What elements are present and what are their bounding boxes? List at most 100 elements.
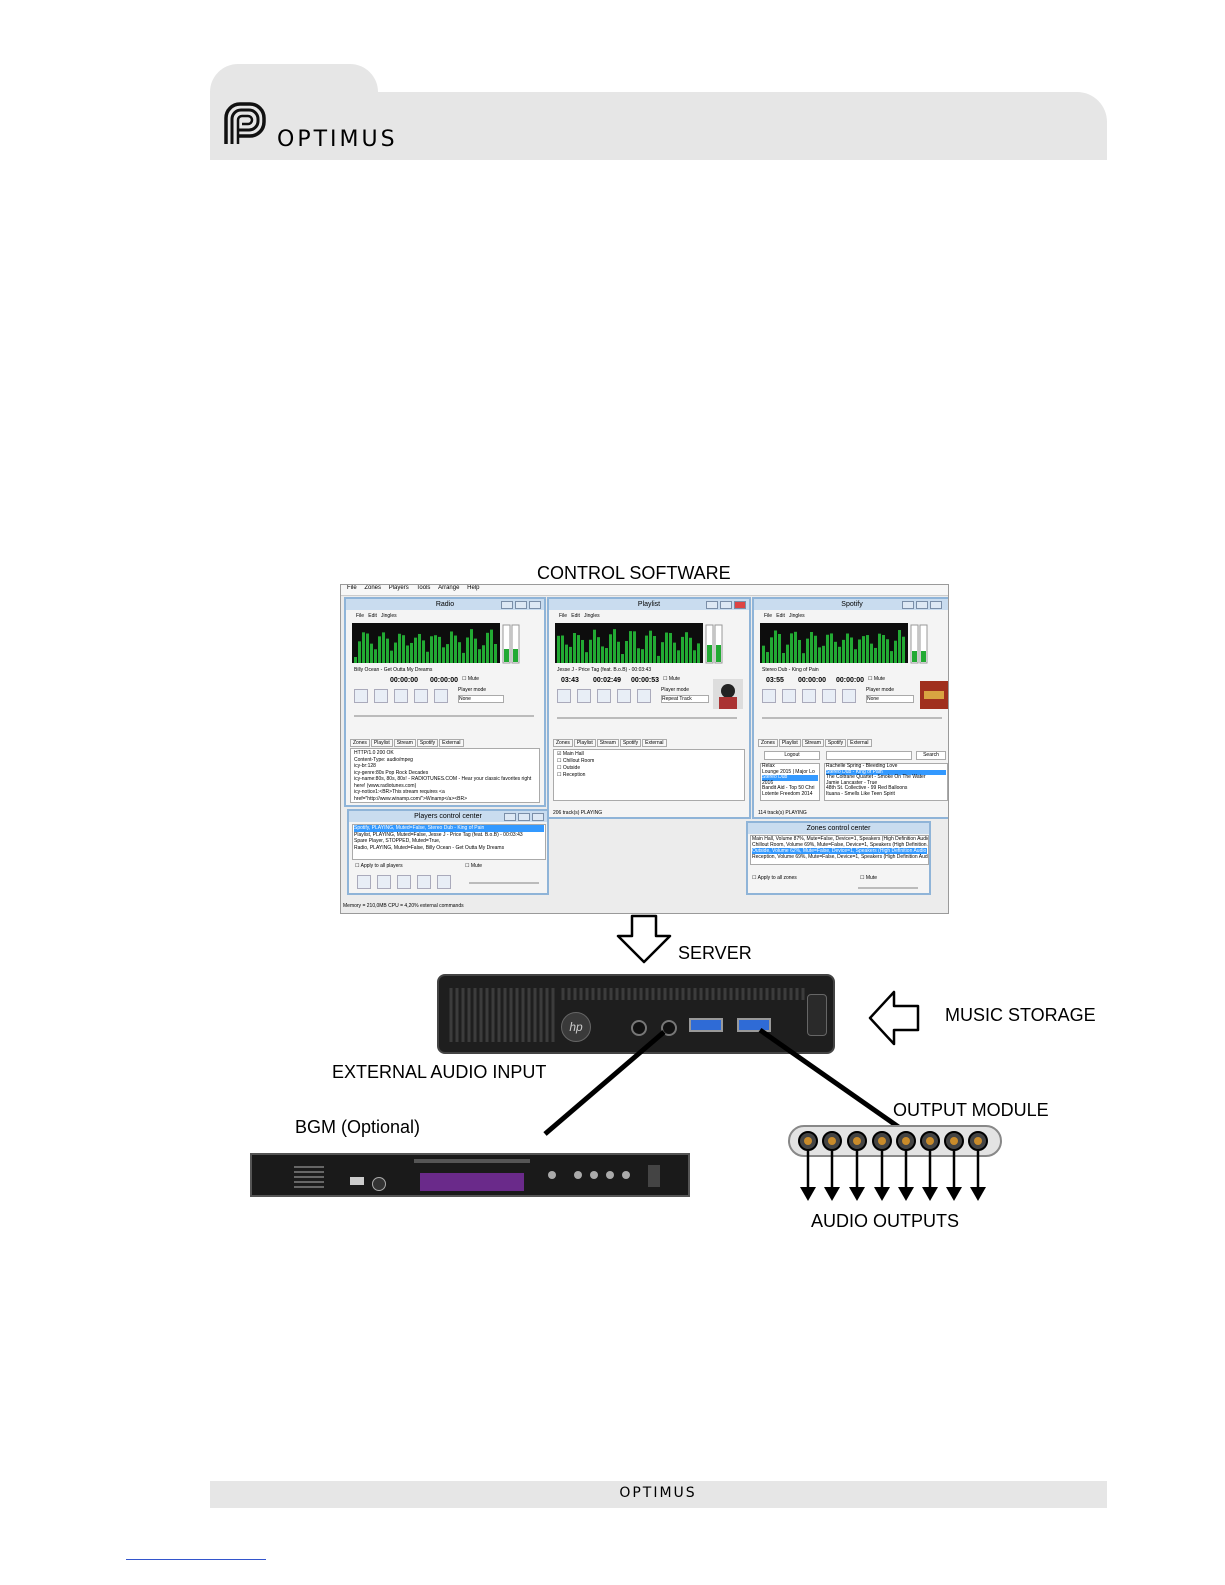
table-row[interactable]: Spare Player, STOPPED, Muted=True, — [354, 838, 441, 844]
usb-port-icon[interactable] — [350, 1177, 364, 1185]
minimize-icon[interactable] — [501, 601, 513, 609]
previous-button[interactable] — [617, 689, 631, 703]
menu-players[interactable]: Players — [388, 585, 409, 591]
list-item[interactable]: 48th St. Collective - 99 Red Balloons — [826, 785, 908, 791]
playlist-menu-file[interactable]: File — [559, 613, 568, 619]
next-button[interactable] — [842, 689, 856, 703]
minimize-icon[interactable] — [504, 813, 516, 821]
radio-player-mode-select[interactable]: None — [458, 695, 504, 703]
menu-arrange[interactable]: Arrange — [438, 585, 460, 591]
menu-tools[interactable]: Tools — [416, 585, 431, 591]
tab-playlist[interactable]: Playlist — [370, 739, 393, 747]
tab-stream[interactable]: Stream — [596, 739, 619, 747]
spotify-mute-checkbox[interactable]: ☐ Mute — [868, 676, 885, 682]
tab-stream[interactable]: Stream — [393, 739, 416, 747]
stop-button[interactable] — [394, 689, 408, 703]
list-item[interactable]: Stereo Dub — [762, 774, 818, 781]
tab-spotify[interactable]: Spotify — [619, 739, 642, 747]
tab-external[interactable]: External — [847, 739, 872, 747]
tab-zones[interactable]: Zones — [758, 739, 778, 747]
pause-button[interactable] — [577, 689, 591, 703]
window-controls[interactable] — [499, 601, 541, 611]
list-item[interactable]: Stereo Dub - King of Pain — [826, 769, 946, 775]
window-controls[interactable] — [900, 601, 942, 611]
previous-button[interactable] — [417, 875, 431, 889]
maximize-icon[interactable] — [518, 813, 530, 821]
table-row[interactable]: Main Hall, Volume 87%, Mute=False, Devic… — [752, 836, 929, 842]
pause-button[interactable] — [782, 689, 796, 703]
list-item[interactable]: Rachelle Spring - Bleeding Love — [826, 763, 898, 769]
tab-stream[interactable]: Stream — [801, 739, 824, 747]
tab-playlist[interactable]: Playlist — [573, 739, 596, 747]
radio-menu-jingles[interactable]: Jingles — [381, 613, 397, 619]
bgm-button[interactable] — [574, 1171, 582, 1179]
table-row[interactable]: Chillout Room, Volume 69%, Mute=False, D… — [752, 842, 929, 848]
menu-file[interactable]: File — [347, 585, 357, 591]
radio-mute-checkbox[interactable]: ☐ Mute — [462, 676, 479, 682]
table-row[interactable]: Playlist, PLAYING, Muted=False, Jesse J … — [354, 831, 523, 838]
tab-spotify[interactable]: Spotify — [824, 739, 847, 747]
volume-knob[interactable] — [372, 1177, 386, 1191]
list-item[interactable]: Lounge 2015 | Major Lo — [762, 768, 815, 775]
window-controls[interactable] — [502, 813, 544, 823]
apply-all-zones-checkbox[interactable]: ☐ Apply to all zones — [752, 875, 797, 881]
pause-button[interactable] — [377, 875, 391, 889]
list-item[interactable]: The Coltrane Quartet - Smoke On The Wate… — [826, 774, 926, 780]
play-button[interactable] — [354, 689, 368, 703]
radio-menu-file[interactable]: File — [356, 613, 365, 619]
audio-jack-icon[interactable] — [631, 1020, 647, 1036]
menu-help[interactable]: Help — [467, 585, 480, 591]
maximize-icon[interactable] — [515, 601, 527, 609]
maximize-icon[interactable] — [720, 601, 732, 609]
tab-external[interactable]: External — [439, 739, 464, 747]
list-item[interactable]: Lotente Freedom 2014 — [762, 790, 813, 797]
list-item[interactable]: Bandit Aid - Top 50 Chri — [762, 785, 815, 791]
maximize-icon[interactable] — [916, 601, 928, 609]
list-item[interactable]: 2016 — [762, 779, 774, 786]
menu-zones[interactable]: Zones — [364, 585, 382, 591]
zone-checkbox[interactable]: ☐ Chillout Room — [557, 758, 595, 764]
players-mute-checkbox[interactable]: ☐ Mute — [465, 863, 482, 869]
bgm-button[interactable] — [590, 1171, 598, 1179]
spotify-volume-slider[interactable] — [762, 717, 942, 719]
power-button[interactable] — [807, 994, 827, 1036]
close-icon[interactable] — [532, 813, 544, 821]
stop-button[interactable] — [802, 689, 816, 703]
spotify-menu-jingles[interactable]: Jingles — [789, 613, 805, 619]
bgm-button[interactable] — [622, 1171, 630, 1179]
close-icon[interactable] — [529, 601, 541, 609]
zones-volume-slider[interactable] — [858, 887, 918, 889]
tab-zones[interactable]: Zones — [553, 739, 573, 747]
pause-button[interactable] — [374, 689, 388, 703]
bgm-button[interactable] — [548, 1171, 556, 1179]
window-controls[interactable] — [704, 601, 746, 611]
power-switch[interactable] — [648, 1165, 660, 1187]
minimize-icon[interactable] — [706, 601, 718, 609]
zones-mute-checkbox[interactable]: ☐ Mute — [860, 875, 877, 881]
spotify-logout-button[interactable]: Logout — [764, 751, 820, 760]
spotify-menu-edit[interactable]: Edit — [776, 613, 785, 619]
next-button[interactable] — [437, 875, 451, 889]
list-item[interactable]: Ituana - Smells Like Teen Spirit — [826, 790, 895, 797]
usb-port-icon[interactable] — [689, 1018, 723, 1032]
spotify-menu-file[interactable]: File — [764, 613, 773, 619]
zone-checkbox[interactable]: ☐ Outside — [557, 765, 581, 771]
spotify-player-mode-select[interactable]: None — [866, 695, 914, 703]
previous-button[interactable] — [414, 689, 428, 703]
playlist-player-mode-select[interactable]: Repeat Track — [661, 695, 709, 703]
tab-zones[interactable]: Zones — [350, 739, 370, 747]
radio-menu-edit[interactable]: Edit — [368, 613, 377, 619]
next-button[interactable] — [637, 689, 651, 703]
audio-jack-icon[interactable] — [661, 1020, 677, 1036]
tab-external[interactable]: External — [642, 739, 667, 747]
play-button[interactable] — [557, 689, 571, 703]
radio-volume-slider[interactable] — [354, 715, 534, 717]
close-icon[interactable] — [930, 601, 942, 609]
close-icon[interactable] — [734, 601, 746, 609]
bgm-button[interactable] — [606, 1171, 614, 1179]
table-row[interactable]: Spotify, PLAYING, Muted=False, Stereo Du… — [354, 825, 544, 832]
playlist-mute-checkbox[interactable]: ☐ Mute — [663, 676, 680, 682]
spotify-search-input[interactable] — [826, 751, 912, 760]
play-button[interactable] — [357, 875, 371, 889]
playlist-volume-slider[interactable] — [557, 717, 737, 719]
